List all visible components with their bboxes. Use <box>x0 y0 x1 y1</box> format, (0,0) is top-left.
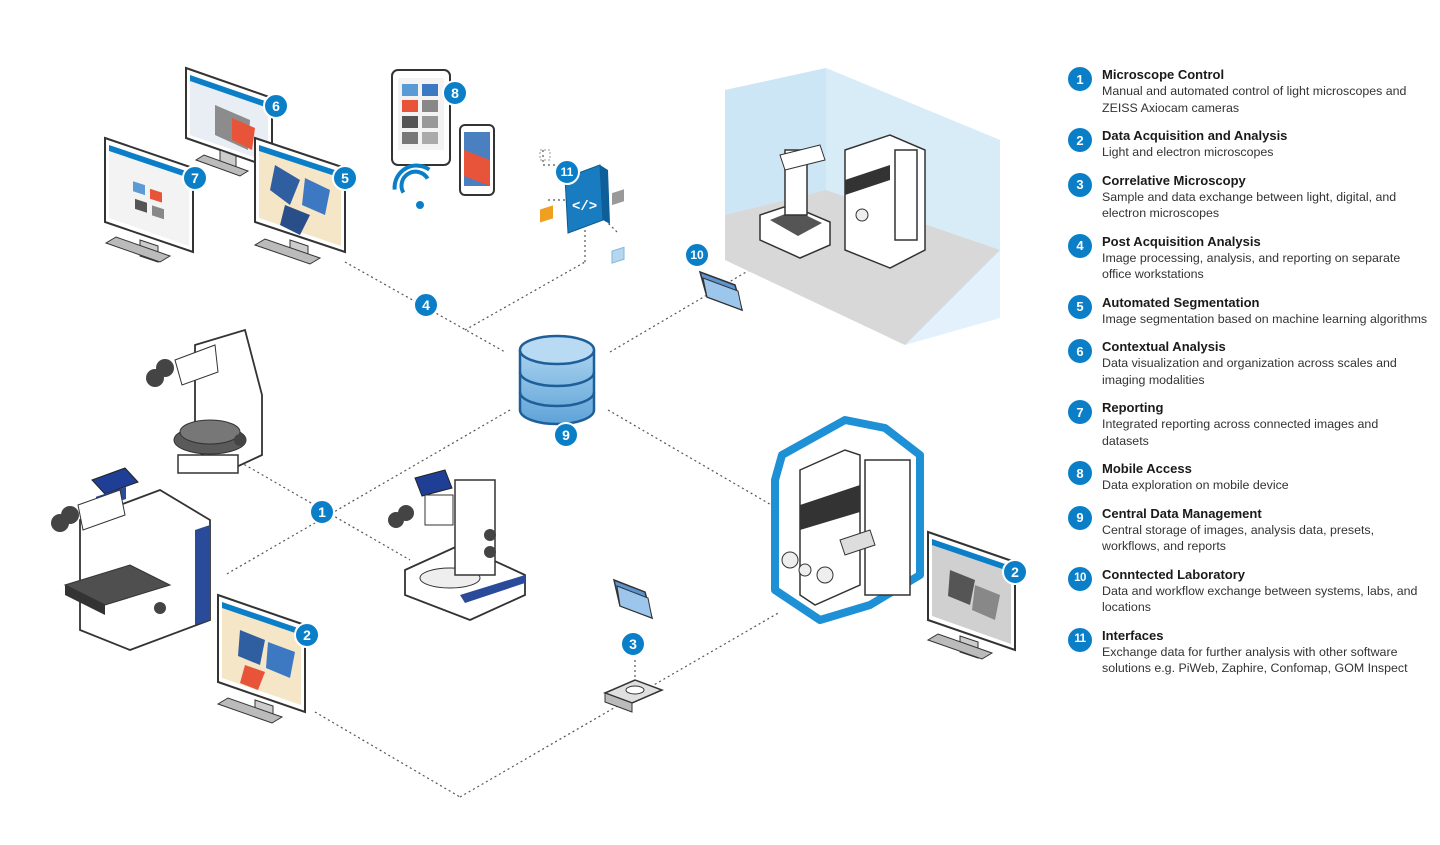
legend-title: Interfaces <box>1102 627 1164 643</box>
legend-description: Integrated reporting across connected im… <box>1102 417 1379 448</box>
legend-number-badge: 10 <box>1068 566 1092 591</box>
svg-text:5: 5 <box>341 170 349 186</box>
svg-text:3: 3 <box>629 636 637 652</box>
legend-description: Central storage of images, analysis data… <box>1102 522 1375 554</box>
svg-text:2: 2 <box>303 627 311 643</box>
connected-laboratory-room <box>725 68 1000 345</box>
legend-number-badge: 1 <box>1068 67 1092 91</box>
legend-title: Post Acquisition Analysis <box>1102 233 1261 249</box>
legend-description: Data and workflow exchange between syste… <box>1102 583 1418 615</box>
callout-7: 7 <box>182 165 208 191</box>
legend-description: Sample and data exchange between light, … <box>1102 189 1397 221</box>
diagram-canvas: </> <box>51 66 1028 798</box>
legend-number-badge: 2 <box>1068 128 1092 152</box>
svg-text:10: 10 <box>690 248 704 262</box>
svg-text:8: 8 <box>451 85 459 101</box>
legend-title: Data Acquisition and Analysis <box>1102 128 1288 143</box>
svg-text:2: 2 <box>1011 564 1019 580</box>
callout-4: 4 <box>413 292 439 318</box>
folder-connected-lab <box>698 270 744 312</box>
legend-description: Image segmentation based on machine lear… <box>1102 311 1428 326</box>
legend-number-badge: 11 <box>1068 627 1092 652</box>
callout-2-right: 2 <box>1002 559 1028 585</box>
monitor-data-acquisition-right <box>926 530 1016 660</box>
correlative-sample <box>602 578 665 713</box>
legend-number-badge: 9 <box>1068 505 1092 530</box>
callout-9: 9 <box>553 422 579 448</box>
legend-title: Contextual Analysis <box>1102 339 1226 354</box>
monitor-contextual-analysis <box>185 66 273 177</box>
svg-text:6: 6 <box>272 98 280 114</box>
legend-title: Central Data Management <box>1102 505 1262 521</box>
legend-number-badge: 8 <box>1068 461 1092 485</box>
legend-number-badge: 3 <box>1068 172 1092 197</box>
central-database <box>518 334 596 426</box>
legend-number-badge: 6 <box>1068 339 1092 363</box>
callout-10: 10 <box>684 242 710 268</box>
inverted-microscope <box>51 467 211 651</box>
legend-description: Manual and automated control of light mi… <box>1102 84 1407 115</box>
svg-text:7: 7 <box>191 170 199 186</box>
monitor-automated-segmentation <box>253 136 346 265</box>
svg-text:11: 11 <box>561 165 574 179</box>
electron-microscope <box>771 416 924 624</box>
callout-6: 6 <box>263 93 289 119</box>
legend-description: Exchange data for further analysis with … <box>1102 644 1408 676</box>
callout-8: 8 <box>442 80 468 106</box>
stereo-microscope <box>388 469 526 621</box>
legend-description: Light and electron microscopes <box>1102 145 1274 159</box>
upright-microscope <box>146 328 263 474</box>
code-glyph-icon: </> <box>572 199 597 215</box>
legend-title: Conntected Laboratory <box>1102 566 1246 582</box>
legend-description: Data visualization and organization acro… <box>1102 356 1397 387</box>
legend-title: Reporting <box>1102 400 1164 415</box>
callout-5: 5 <box>332 165 358 191</box>
monitor-reporting <box>104 136 194 263</box>
legend-number-badge: 4 <box>1068 233 1092 258</box>
mobile-devices <box>391 69 495 209</box>
legend-title: Correlative Microscopy <box>1102 172 1246 188</box>
monitor-data-acquisition-left <box>216 593 306 724</box>
legend-title: Microscope Control <box>1102 67 1225 82</box>
callout-3: 3 <box>620 631 646 657</box>
svg-text:1: 1 <box>318 504 326 520</box>
callout-2-left: 2 <box>294 622 320 648</box>
legend-title: Automated Segmentation <box>1102 294 1260 310</box>
interfaces-block: </> <box>539 149 625 264</box>
callout-11: 11 <box>554 159 580 185</box>
legend-description: Data exploration on mobile device <box>1102 478 1289 492</box>
svg-text:4: 4 <box>422 297 430 313</box>
legend-title: Mobile Access <box>1102 461 1192 476</box>
svg-text:9: 9 <box>562 427 570 443</box>
legend-number-badge: 5 <box>1068 294 1092 319</box>
legend-number-badge: 7 <box>1068 400 1092 424</box>
callout-1: 1 <box>309 499 335 525</box>
legend-description: Image processing, analysis, and reportin… <box>1102 250 1401 282</box>
